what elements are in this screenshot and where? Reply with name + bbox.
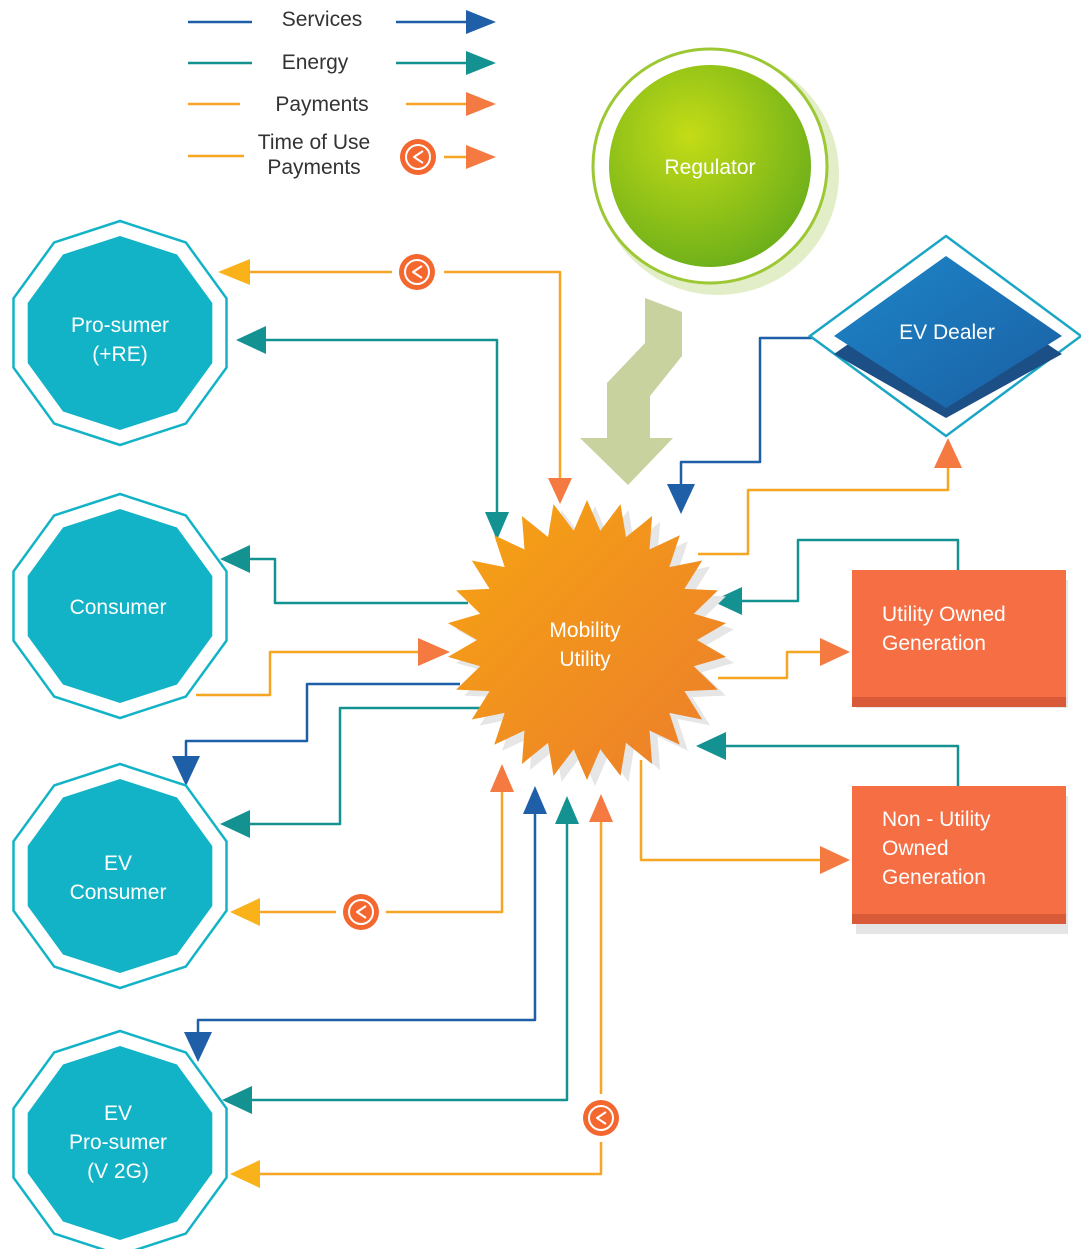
legend-services-label: Services [282,8,363,31]
legend-services: Services [188,8,496,34]
mobility-utility-node: Mobility Utility [448,500,734,786]
ev-prosumer-label-1: EV [104,1102,132,1125]
legend-time-of-use: Time of Use Payments [188,131,496,179]
ev-prosumer-label-2: Pro-sumer [69,1131,167,1154]
legend-services-arrow [466,10,496,34]
utility-owned-generation-node: Utility Owned Generation [852,570,1068,708]
legend-energy-arrow [466,51,496,75]
consumer-label: Consumer [70,596,167,619]
regulator-arrow [580,298,682,485]
edges [172,253,962,1188]
ev-prosumer-node: EV Pro-sumer (V 2G) [12,1029,228,1249]
prosumer-node: Pro-sumer (+RE) [12,219,228,447]
legend-payments-arrow [466,92,496,116]
prosumer-label-1: Pro-sumer [71,314,169,337]
non-utility-owned-generation-node: Non - Utility Owned Generation [852,786,1068,934]
mobility-label-1: Mobility [549,619,621,642]
ev-consumer-node: EV Consumer [12,762,228,990]
regulator-node: Regulator [591,47,839,295]
consumer-node: Consumer [12,492,228,720]
regulator-label: Regulator [664,156,755,179]
legend-tou-arrow [466,145,496,169]
non-utility-label-2: Owned [882,837,949,860]
mobility-label-2: Utility [559,648,611,671]
non-utility-label-3: Generation [882,866,986,889]
prosumer-label-2: (+RE) [92,343,147,366]
legend-clock-icon [399,138,437,176]
ev-dealer-label: EV Dealer [899,321,995,344]
utility-gen-label-2: Generation [882,632,986,655]
ev-prosumer-label-3: (V 2G) [87,1160,149,1183]
utility-gen-label-1: Utility Owned [882,603,1006,626]
ev-dealer-node: EV Dealer [807,234,1081,438]
legend-energy-label: Energy [282,51,349,74]
prosumer-clock-icon [398,253,436,291]
ev-consumer-clock-icon [342,893,380,931]
legend-energy: Energy [188,51,496,75]
legend-payments: Payments [188,92,496,116]
ev-consumer-label-1: EV [104,852,132,875]
legend-payments-label: Payments [275,93,368,116]
ev-prosumer-clock-icon [582,1099,620,1137]
legend-tou-label-1: Time of Use [258,131,370,154]
non-utility-label-1: Non - Utility [882,808,991,831]
ev-consumer-label-2: Consumer [70,881,167,904]
legend-tou-label-2: Payments [267,156,360,179]
legend: Services Energy Payments Time of Use Pay… [188,8,496,179]
